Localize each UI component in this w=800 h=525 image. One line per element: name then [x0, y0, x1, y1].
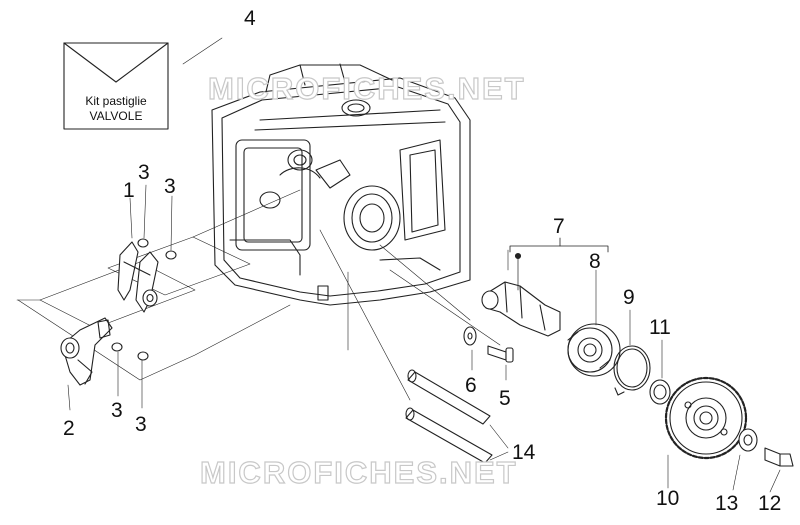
callout-12: 12	[758, 492, 782, 515]
kit-label-line2: VALVOLE	[89, 109, 143, 123]
callout-3-b: 3	[164, 175, 176, 198]
valve-pad-d	[137, 351, 149, 361]
rocker-arm-lower	[60, 317, 113, 386]
callout-14: 14	[512, 441, 536, 464]
washer-13	[738, 428, 758, 452]
dowel-pins	[405, 369, 493, 464]
leader-4	[182, 37, 223, 65]
callout-4: 4	[244, 7, 256, 30]
leader-lines	[67, 184, 173, 411]
washer	[649, 379, 671, 405]
callout-9: 9	[623, 286, 635, 309]
callout-3-c: 3	[111, 399, 123, 422]
circlip	[613, 345, 651, 396]
kit-label: Kit pastiglie VALVOLE	[64, 94, 168, 124]
camshaft-sprocket	[664, 376, 748, 460]
callout-11: 11	[649, 316, 671, 339]
callout-8: 8	[589, 250, 601, 273]
callout-13: 13	[715, 492, 739, 515]
bolt-5	[487, 345, 514, 363]
kit-label-line1: Kit pastiglie	[85, 94, 147, 108]
callout-3-d: 3	[135, 413, 147, 436]
callout-6: 6	[465, 374, 477, 397]
valve-pad-c	[111, 342, 123, 352]
bearing	[567, 323, 621, 377]
callout-3-a: 3	[138, 161, 150, 184]
valve-pad-a	[137, 238, 149, 248]
washer-6	[463, 326, 477, 346]
cylinder-head	[211, 63, 471, 306]
camshaft	[481, 252, 561, 337]
callout-7: 7	[553, 215, 565, 238]
bracket-7	[509, 245, 609, 253]
watermark-bottom: MICROFICHES.NET	[199, 455, 518, 490]
valve-pad-b	[165, 250, 177, 260]
callout-1: 1	[123, 179, 135, 202]
watermark-top: MICROFICHES.NET	[207, 71, 526, 106]
kit-envelope-icon	[63, 42, 169, 130]
callout-10: 10	[656, 487, 680, 510]
bolt-12	[764, 447, 794, 467]
callout-2: 2	[63, 417, 75, 440]
callout-5: 5	[499, 387, 511, 410]
rocker-arm-upper	[117, 241, 159, 313]
